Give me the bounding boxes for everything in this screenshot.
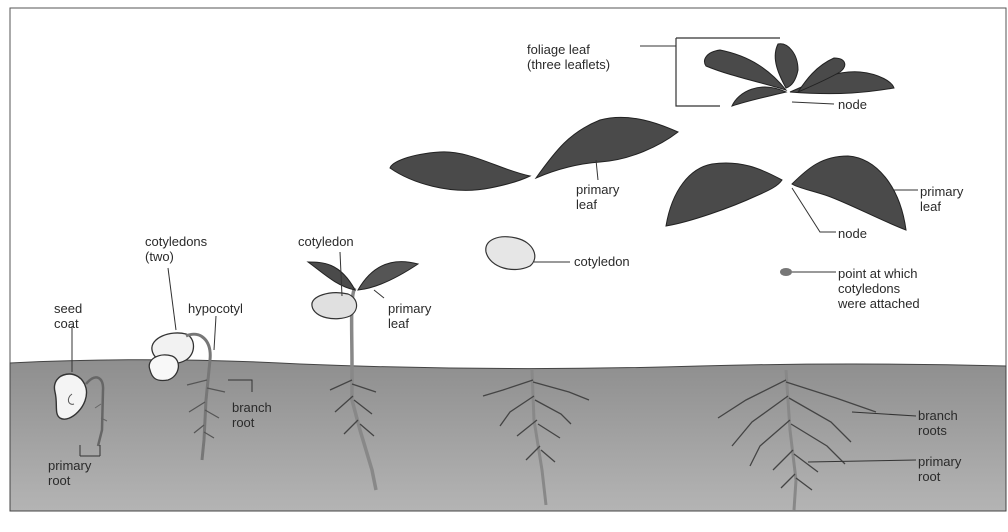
label-hypocotyl: hypocotyl [188,301,243,316]
label-cotyledon-3: cotyledon [298,234,354,249]
cotyledon-3 [312,293,357,319]
label-primary-root-1: primary root [48,458,91,488]
label-branch-roots: branch roots [918,408,958,438]
label-foliage-leaf: foliage leaf (three leaflets) [527,42,610,72]
label-node-top: node [838,97,867,112]
soil [10,360,1006,511]
label-branch-root: branch root [232,400,272,430]
label-primary-leaf-4: primary leaf [576,182,619,212]
label-primary-leaf-3: primary leaf [388,301,431,331]
label-cotyledons-two: cotyledons (two) [145,234,207,264]
label-cotyledon-point: point at which cotyledons were attached [838,266,920,311]
label-seed-coat: seed coat [54,301,82,331]
label-node-mid: node [838,226,867,241]
label-cotyledon-4: cotyledon [574,254,630,269]
label-primary-leaf-5: primary leaf [920,184,963,214]
label-primary-root-5: primary root [918,454,961,484]
